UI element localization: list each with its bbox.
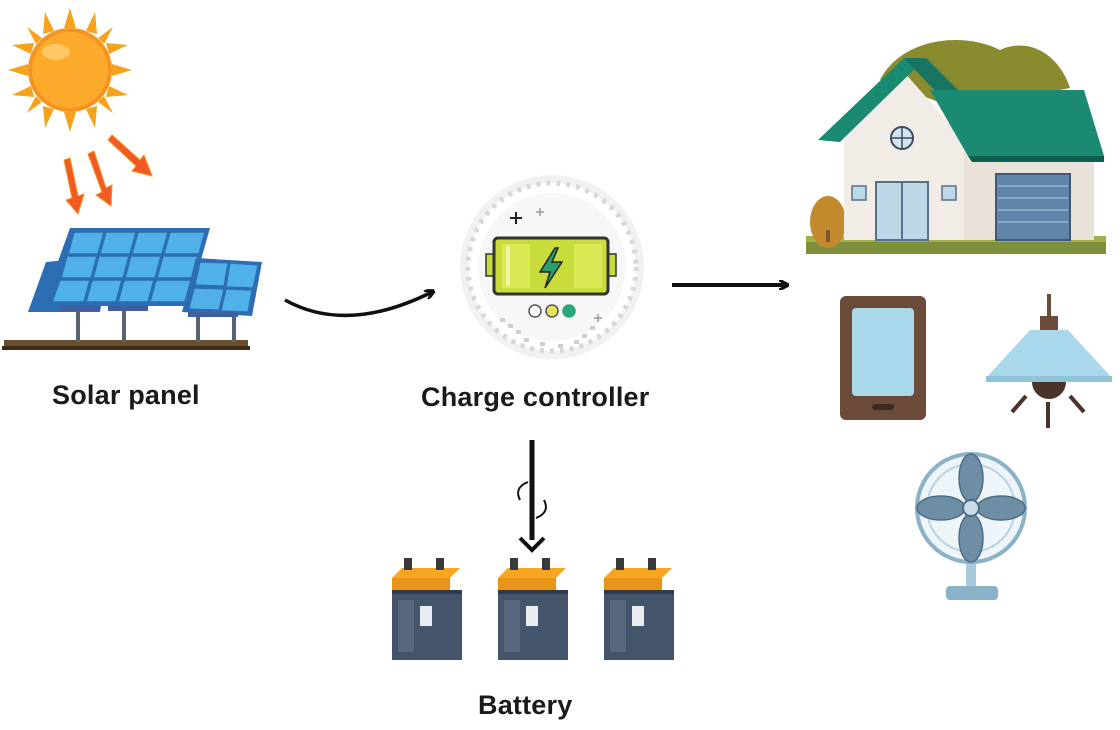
solar-panel-icon [2, 228, 262, 350]
arrow-panel-to-controller [284, 292, 432, 318]
charge-controller-label: Charge controller [421, 382, 650, 412]
lamp-icon [986, 294, 1112, 428]
arrow-controller-to-battery [517, 440, 547, 553]
house-icon [806, 40, 1106, 254]
fan-icon [915, 452, 1027, 600]
battery-label: Battery [478, 690, 573, 720]
tablet-icon [840, 296, 926, 420]
battery-icon [392, 558, 674, 660]
sun-icon [8, 8, 132, 132]
charge-controller-icon [460, 175, 644, 359]
sun-rays-icon [63, 134, 153, 216]
solar-panel-label: Solar panel [52, 380, 200, 410]
